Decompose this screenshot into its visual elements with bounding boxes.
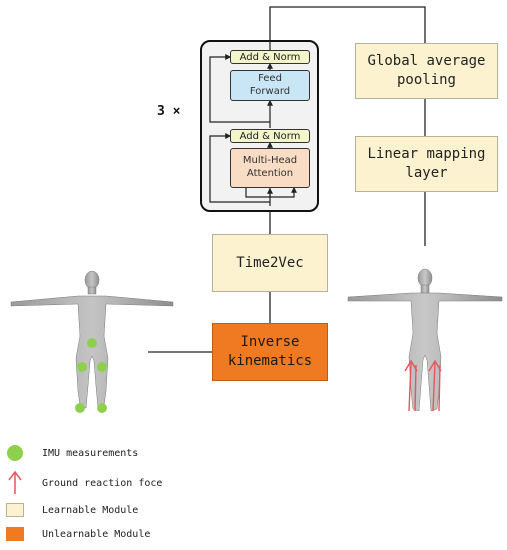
flow-line-top — [269, 6, 426, 43]
global-average-pooling-box: Global average pooling — [355, 43, 498, 99]
grf-arrows — [404, 359, 442, 412]
linear-mapping-layer-box: Linear mapping layer — [355, 136, 498, 192]
time2vec-box: Time2Vec — [212, 234, 328, 292]
feed-forward-box: Feed Forward — [230, 70, 310, 101]
legend-imu-label: IMU measurements — [42, 448, 139, 459]
body-figure-left — [10, 270, 174, 413]
legend-learnable-label: Learnable Module — [42, 505, 139, 516]
multi-head-attention-box: Multi-Head Attention — [230, 148, 310, 188]
repeat-label: 3 × — [157, 104, 181, 119]
add-norm-bottom: Add & Norm — [230, 129, 310, 143]
legend-grf-label: Ground reaction foce — [42, 478, 163, 489]
add-norm-top: Add & Norm — [230, 50, 310, 64]
grf-arrow-icon — [8, 470, 22, 494]
learnable-swatch-icon — [6, 503, 24, 517]
unlearnable-swatch-icon — [6, 527, 24, 541]
body-figure-right — [347, 268, 503, 412]
inverse-kinematics-box: Inverse kinematics — [212, 323, 328, 381]
imu-dots — [75, 338, 107, 413]
imu-dot-icon — [7, 445, 23, 461]
legend-unlearnable-label: Unlearnable Module — [42, 529, 151, 540]
